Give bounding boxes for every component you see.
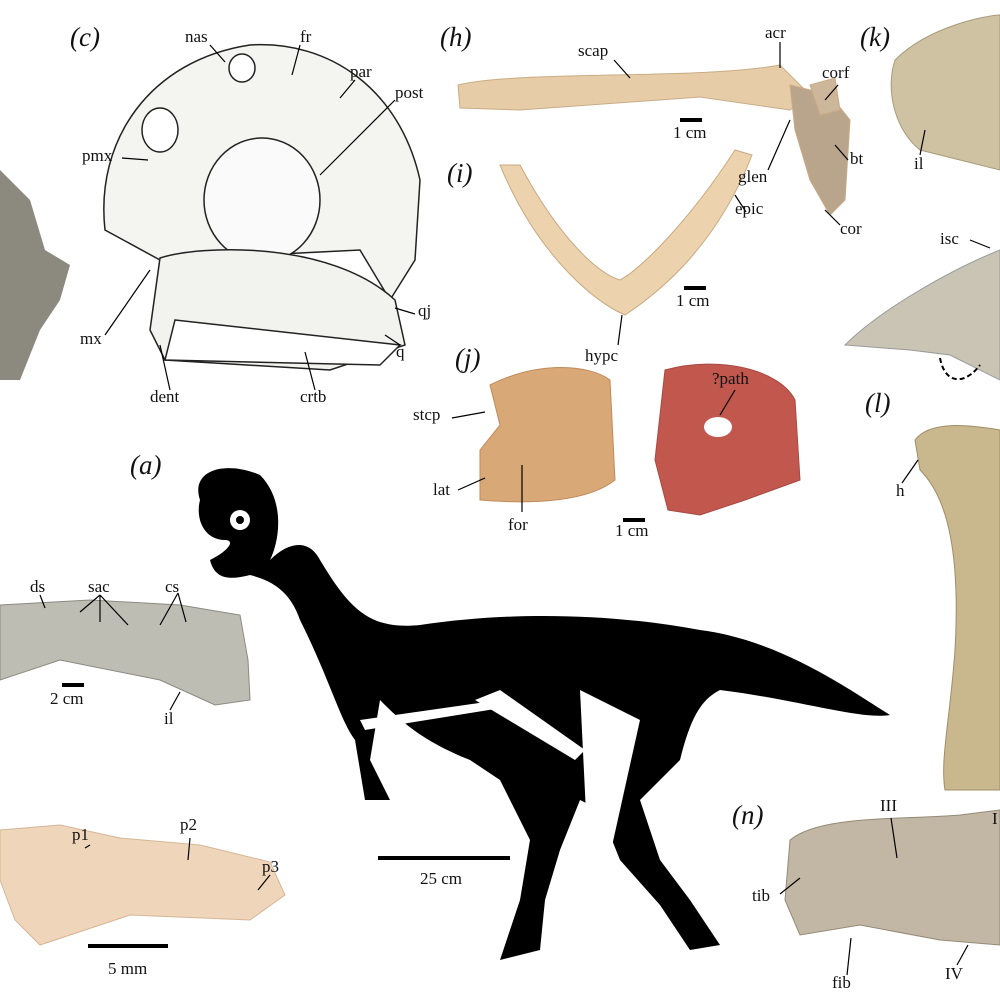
- label-ds: ds: [30, 577, 46, 596]
- scapulocoracoid: [457, 64, 851, 216]
- label-tib: tib: [752, 886, 770, 905]
- label-mx: mx: [80, 329, 102, 348]
- small-bone: [0, 824, 286, 946]
- label-epic: epic: [735, 199, 764, 218]
- label-il-sacrum: il: [164, 709, 174, 728]
- label-crtb: crtb: [300, 387, 327, 406]
- label-glen: glen: [738, 167, 768, 186]
- panel-label-l: (l): [865, 388, 891, 418]
- label-post: post: [395, 83, 424, 102]
- label-p2: p2: [180, 815, 197, 834]
- scale-label-h: 1 cm: [673, 123, 707, 142]
- sternal-plate-left: [479, 367, 616, 503]
- label-par: par: [350, 62, 372, 81]
- panel-label-c: (c): [70, 22, 100, 52]
- scale-label-j: 1 cm: [615, 521, 649, 540]
- ischium: [843, 249, 1000, 381]
- label-scap: scap: [578, 41, 609, 60]
- panel-label-k: (k): [860, 22, 890, 52]
- label-I: I: [992, 809, 998, 828]
- panel-label-j: (j): [455, 343, 481, 373]
- skull-drawing: [103, 43, 421, 371]
- label-dent: dent: [150, 387, 180, 406]
- label-fib: fib: [832, 973, 851, 992]
- label-III: III: [880, 796, 897, 815]
- furcula: [499, 149, 753, 316]
- skeleton-silhouette: [198, 468, 890, 960]
- label-bt: bt: [850, 149, 864, 168]
- leader-lines: [39, 42, 991, 976]
- scale-bar-j: [623, 518, 645, 522]
- label-acr: acr: [765, 23, 786, 42]
- label-lat: lat: [433, 480, 450, 499]
- sternal-plate-right: [654, 363, 801, 516]
- label-isc: isc: [940, 229, 959, 248]
- label-cor: cor: [840, 219, 862, 238]
- scale-label-sacrum: 2 cm: [50, 689, 84, 708]
- scale-label-bone: 5 mm: [108, 959, 148, 978]
- vertebra-fragment: [0, 170, 70, 380]
- skeleton-bones-highlight: [230, 510, 640, 900]
- panel-label-n: (n): [732, 800, 764, 830]
- label-sac: sac: [88, 577, 110, 596]
- scale-bar-skeleton: [378, 856, 510, 860]
- scale-label-skeleton: 25 cm: [420, 869, 463, 888]
- label-cs: cs: [165, 577, 180, 596]
- panel-label-a: (a): [130, 450, 162, 480]
- label-for: for: [508, 515, 528, 534]
- scale-bar-h: [680, 118, 702, 122]
- label-h-l: h: [896, 481, 905, 500]
- label-nas: nas: [185, 27, 208, 46]
- scale-label-i: 1 cm: [676, 291, 710, 310]
- label-stcp: stcp: [413, 405, 441, 424]
- label-p3: p3: [262, 857, 279, 876]
- ilium: [890, 14, 1000, 171]
- label-q: q: [396, 342, 405, 361]
- label-hypc: hypc: [585, 346, 619, 365]
- label-corf: corf: [822, 63, 850, 82]
- panel-label-h: (h): [440, 22, 472, 52]
- label-il-k: il: [914, 154, 924, 173]
- label-pmx: pmx: [82, 146, 113, 165]
- foot: [784, 809, 1000, 946]
- label-IV: IV: [945, 964, 963, 983]
- label-p1: p1: [72, 825, 89, 844]
- scale-bar-i: [684, 286, 706, 290]
- scale-bar-sacrum: [62, 683, 84, 687]
- label-path: ?path: [712, 369, 749, 388]
- sacrum: [0, 599, 251, 706]
- label-fr: fr: [300, 27, 312, 46]
- long-bone-l: [914, 425, 1000, 791]
- scale-bar-bone: [88, 944, 168, 948]
- panel-label-i: (i): [447, 158, 473, 188]
- label-qj: qj: [418, 301, 432, 320]
